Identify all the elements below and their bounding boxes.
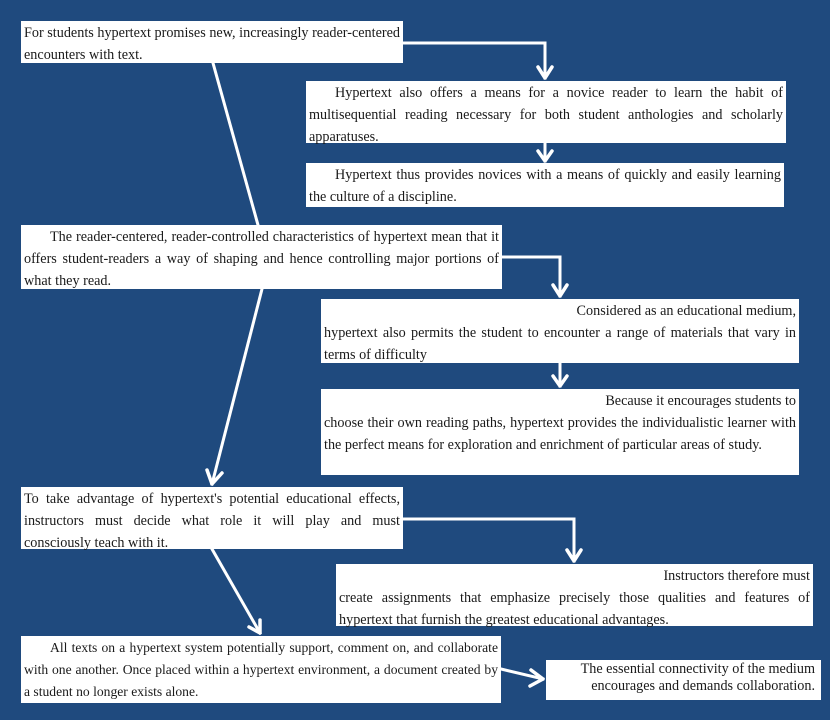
node-line-2: encourages and demands collaboration. (591, 678, 815, 694)
arrowhead-b9-to-b10 (528, 668, 545, 688)
arrow-b9-to-b10 (499, 667, 545, 681)
node-culture-of-discipline: Hypertext thus provides novices with a m… (306, 163, 784, 207)
node-text: For students hypertext promises new, inc… (24, 25, 400, 63)
arrow-b7-to-b8 (401, 517, 576, 563)
node-texts-collaborate: All texts on a hypertext system potentia… (21, 636, 501, 703)
arrowhead-b7-to-b8 (565, 548, 583, 563)
arrow-b1-to-b7-upper (211, 61, 260, 227)
arrow-b7-to-b9 (209, 546, 263, 636)
arrow-b1-to-b7-lower (210, 287, 264, 486)
node-create-assignments: Instructors therefore must create assign… (336, 564, 813, 628)
node-connectivity-collaboration: The essential connectivity of the medium… (546, 660, 821, 700)
arrowhead-b7-to-b9 (247, 618, 262, 635)
node-instructors-decide-role: To take advantage of hypertext's potenti… (21, 487, 403, 551)
node-first-line: Instructors therefore must (663, 568, 810, 584)
node-text: hypertext also permits the student to en… (324, 325, 796, 363)
node-multisequential-reading: Hypertext also offers a means for a novi… (306, 81, 786, 145)
arrow-b4-to-b5 (500, 255, 562, 298)
node-text: To take advantage of hypertext's potenti… (24, 491, 400, 551)
node-reading-paths: Because it encourages students to choose… (321, 389, 799, 475)
arrow-b1-to-b2 (401, 41, 547, 80)
node-reader-controlled: The reader-centered, reader-controlled c… (21, 225, 502, 289)
node-text: create assignments that emphasize precis… (339, 590, 810, 628)
arrowhead-b1-to-b7 (205, 468, 224, 486)
node-first-line: Considered as an educational medium, (576, 303, 796, 319)
node-text: choose their own reading paths, hypertex… (324, 415, 796, 453)
node-line-1: The essential connectivity of the medium (580, 661, 815, 677)
node-text: All texts on a hypertext system potentia… (24, 640, 498, 699)
arrowhead-b4-to-b5 (551, 283, 569, 298)
node-text: The reader-centered, reader-controlled c… (24, 229, 499, 289)
node-educational-medium: Considered as an educational medium, hyp… (321, 299, 799, 363)
node-first-line: Because it encourages students to (605, 393, 796, 409)
arrowhead-b5-to-b6 (551, 374, 569, 388)
arrowhead-b1-to-b2 (536, 65, 554, 80)
node-text: Hypertext thus provides novices with a m… (309, 167, 781, 205)
arrowhead-b2-to-b3 (536, 149, 554, 163)
node-text: Hypertext also offers a means for a novi… (309, 85, 783, 145)
node-reader-centered-encounters: For students hypertext promises new, inc… (21, 21, 403, 63)
